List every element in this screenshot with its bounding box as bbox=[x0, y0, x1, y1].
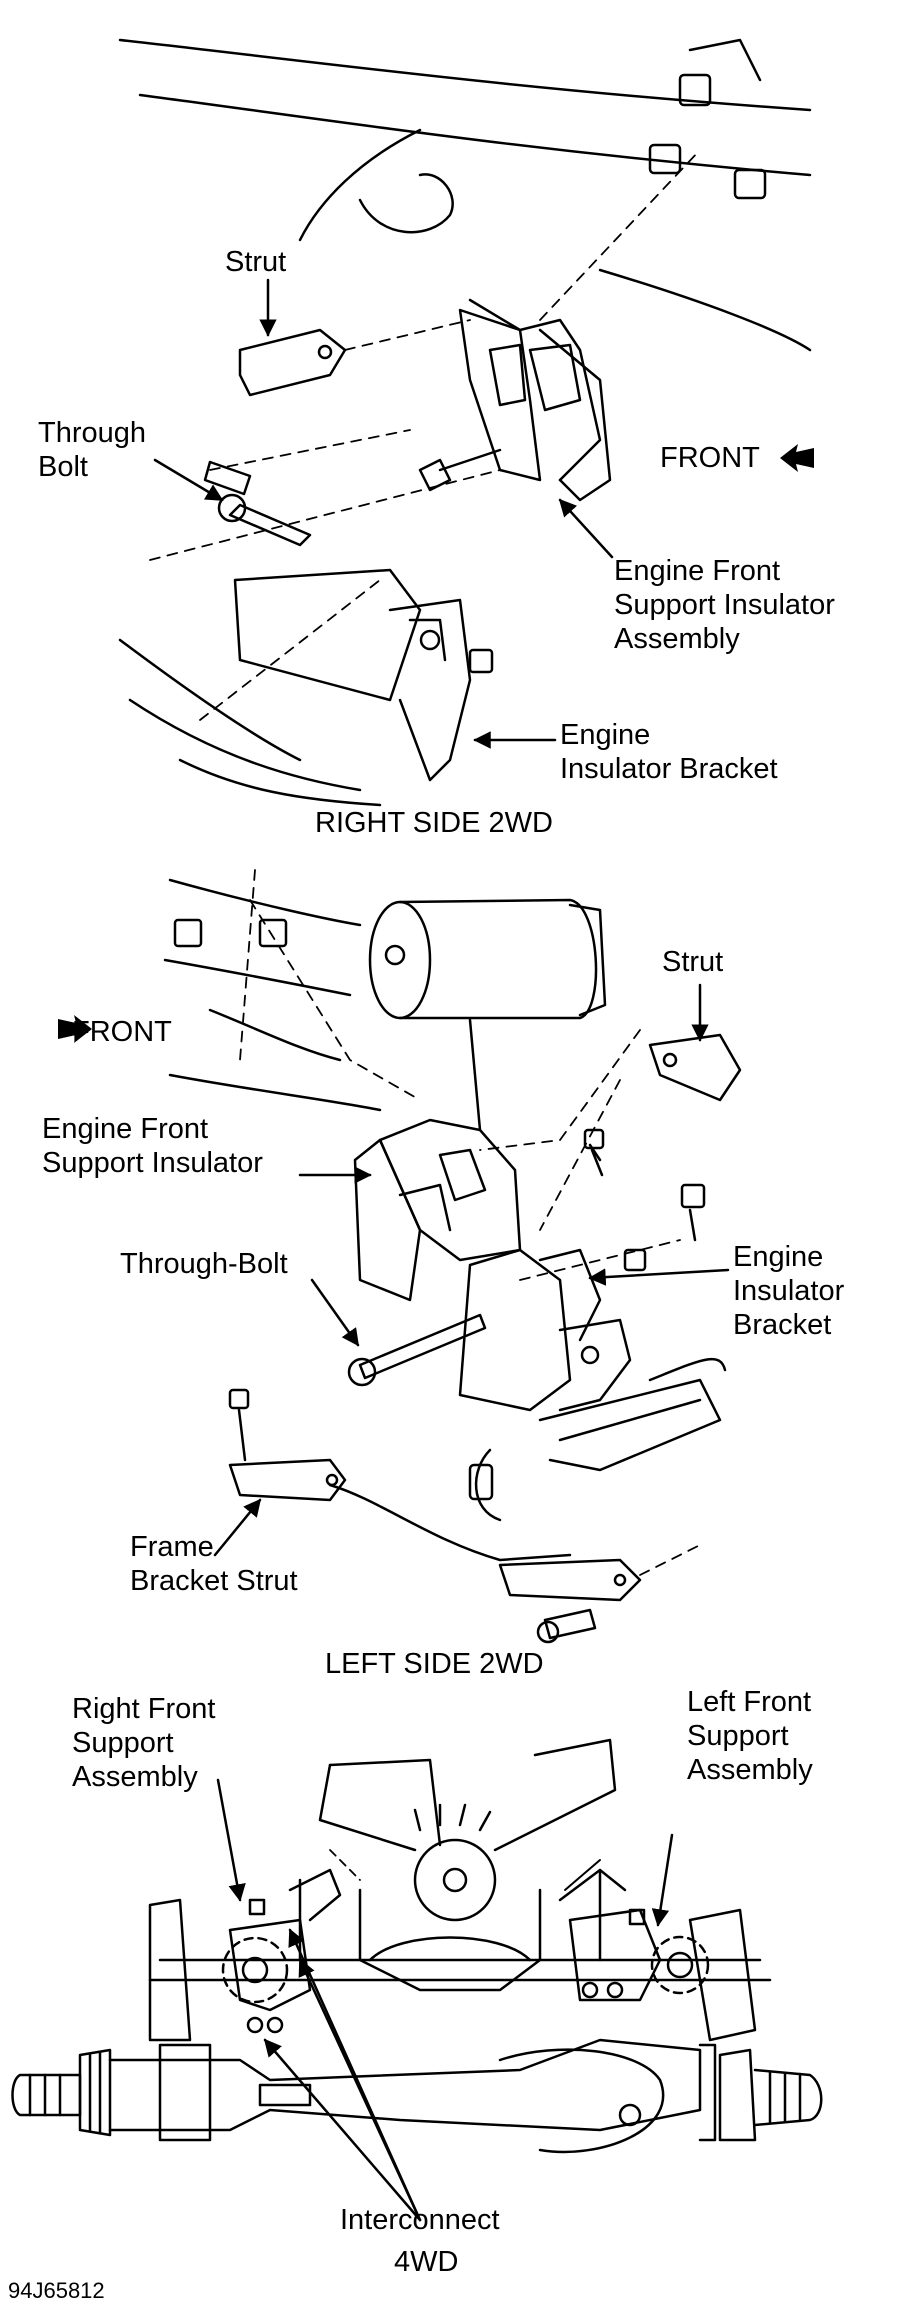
right-front-support-label: Right Front Support Assembly bbox=[72, 1692, 215, 1794]
frame-bracket-strut-line-2: Bracket Strut bbox=[130, 1565, 298, 1597]
left-front-support-line-2: Support bbox=[687, 1720, 789, 1752]
insulator-bracket-label: Engine Insulator Bracket bbox=[560, 718, 778, 786]
through-bolt-part bbox=[358, 1313, 487, 1380]
front-insulator-body bbox=[378, 1118, 522, 1262]
right-front-support-line-3: Assembly bbox=[72, 1761, 198, 1793]
insulator-label: Engine Front Support Insulator bbox=[42, 1112, 263, 1180]
insulator-line-2: Support Insulator bbox=[42, 1147, 263, 1179]
right-cv-boot bbox=[718, 2048, 757, 2142]
insulator-bracket-line-2: Insulator Bracket bbox=[560, 753, 778, 785]
strut-label: Strut bbox=[225, 246, 287, 278]
left-front-support-part bbox=[568, 1908, 662, 2002]
insulator-line-1: Engine Front bbox=[42, 1113, 209, 1145]
through-bolt-part bbox=[228, 503, 312, 547]
insulator-bracket-part bbox=[233, 568, 422, 702]
through-bolt-line-2: Bolt bbox=[38, 451, 88, 483]
frame-bracket-strut-part bbox=[228, 1458, 347, 1502]
front-arrow-icon bbox=[58, 1015, 92, 1043]
right-front-support-line-2: Support bbox=[72, 1727, 174, 1759]
panel1-leaders bbox=[153, 278, 614, 749]
left-front-support-label: Left Front Support Assembly bbox=[687, 1685, 813, 1787]
strut-part bbox=[238, 328, 347, 397]
right-side-2wd-drawing bbox=[118, 38, 812, 807]
right-side-caption: RIGHT SIDE 2WD bbox=[315, 807, 553, 839]
panel2-leaders bbox=[213, 983, 730, 1557]
strut-label: Strut bbox=[662, 946, 724, 978]
front-arrow-icon bbox=[780, 444, 814, 472]
4wd-caption: 4WD bbox=[394, 2246, 459, 2278]
front-insulator-body bbox=[458, 308, 542, 482]
front-label: FRONT bbox=[660, 442, 760, 474]
through-bolt-line-1: Through bbox=[38, 417, 147, 449]
insulator-assembly-line-1: Engine Front bbox=[614, 555, 781, 587]
left-side-2wd-drawing bbox=[163, 869, 742, 1644]
4wd-drawing bbox=[11, 1738, 823, 2154]
left-side-caption: LEFT SIDE 2WD bbox=[325, 1648, 544, 1680]
interconnect-label: Interconnect bbox=[340, 2204, 500, 2236]
left-front-support-line-3: Assembly bbox=[687, 1754, 813, 1786]
insulator-bracket-line-1: Engine bbox=[560, 719, 651, 751]
left-front-support-line-1: Left Front bbox=[687, 1686, 812, 1718]
figure-code: 94J65812 bbox=[8, 2278, 105, 2303]
right-front-support-line-1: Right Front bbox=[72, 1693, 216, 1725]
right-front-support-part bbox=[228, 1918, 312, 2012]
front-label: FRONT bbox=[72, 1016, 172, 1048]
insulator-assembly-line-3: Assembly bbox=[614, 623, 740, 655]
frame-bracket-strut-line-1: Frame bbox=[130, 1531, 214, 1563]
insulator-bracket-label: Engine Insulator Bracket bbox=[733, 1240, 844, 1342]
strut-part bbox=[648, 1033, 742, 1102]
insulator-assembly-label: Engine Front Support Insulator Assembly bbox=[614, 554, 835, 656]
through-bolt-label: Through-Bolt bbox=[120, 1248, 288, 1280]
through-bolt-label: Through Bolt bbox=[38, 416, 146, 484]
insulator-assembly-line-2: Support Insulator bbox=[614, 589, 835, 621]
left-cv-boot bbox=[78, 2048, 112, 2137]
panel3-leaders bbox=[216, 1778, 674, 2222]
insulator-bracket-line-2: Insulator bbox=[733, 1275, 845, 1307]
insulator-bracket-line-3: Bracket bbox=[733, 1309, 832, 1341]
insulator-bracket-part bbox=[458, 1248, 572, 1412]
frame-bracket-strut-label: Frame Bracket Strut bbox=[130, 1530, 298, 1598]
insulator-bracket-line-1: Engine bbox=[733, 1241, 824, 1273]
